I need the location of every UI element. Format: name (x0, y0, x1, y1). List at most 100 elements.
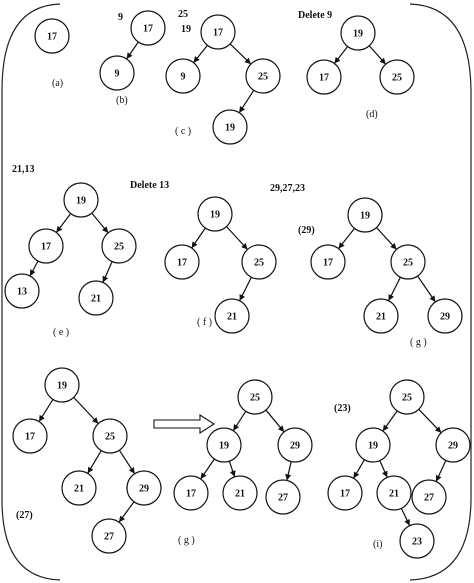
node-circle (390, 244, 426, 280)
arrowhead-j-0 (382, 424, 389, 432)
node-label: 17 (319, 73, 329, 84)
tree-node-e-2: 25 (101, 228, 137, 264)
arrowhead-f-1 (241, 243, 248, 250)
arrowhead-i-0 (233, 424, 239, 431)
tree-node-j-2: 29 (435, 427, 471, 463)
arrowhead-g-2 (388, 294, 394, 301)
arrowhead-h-4 (119, 515, 125, 523)
tree-node-g-2: 25 (390, 244, 426, 280)
node-circle (237, 379, 273, 415)
tree-node-c-1: 9 (165, 58, 201, 94)
tree-node-d-2: 25 (379, 59, 415, 95)
node-circle (173, 475, 209, 511)
tree-node-e-4: 21 (78, 280, 114, 316)
node-circle (212, 109, 248, 145)
node-label: 25 (254, 258, 264, 269)
node-circle (44, 367, 80, 403)
note-c-2: 19 (181, 24, 191, 35)
arrowhead-j-3 (382, 470, 388, 478)
node-label: 19 (76, 196, 86, 207)
tree-node-e-1: 17 (28, 228, 64, 264)
tree-node-i-4: 21 (222, 475, 258, 511)
tree-node-i-0: 25 (237, 379, 273, 415)
caption-j: (i) (373, 539, 382, 550)
node-circle (427, 298, 463, 334)
node-label: 19 (225, 123, 235, 134)
node-circle (92, 418, 128, 454)
arrowhead-i-2 (200, 472, 207, 479)
caption-e: ( e ) (53, 327, 69, 338)
tree-node-e-0: 19 (63, 182, 99, 218)
node-circle (222, 475, 258, 511)
node-label: 19 (210, 210, 220, 221)
node-circle (389, 379, 425, 415)
node-label: 25 (258, 72, 268, 83)
node-circle (245, 58, 281, 94)
node-circle (99, 55, 135, 91)
arrowhead-i-1 (277, 425, 285, 432)
arrowhead-j-4 (435, 474, 442, 482)
tree-node-j-1: 19 (355, 427, 391, 463)
tree-node-i-1: 19 (206, 427, 242, 463)
node-label: 27 (424, 493, 434, 504)
note-b: 9 (118, 12, 123, 23)
node-circle (164, 244, 200, 280)
frame-bottom-left (1, 499, 61, 581)
tree-node-d-0: 19 (340, 15, 376, 51)
node-label: 17 (177, 258, 187, 269)
node-label: 21 (91, 294, 101, 305)
caption-d: (d) (366, 109, 378, 120)
tree-node-f-1: 17 (164, 244, 200, 280)
node-label: 23 (412, 537, 422, 548)
node-circle (126, 470, 162, 506)
node-circle (214, 298, 250, 334)
node-circle (355, 427, 391, 463)
node-label: 21 (227, 312, 237, 323)
arrowhead-g-1 (390, 243, 397, 250)
arrowhead-c-0 (193, 56, 200, 63)
node-label: 17 (213, 28, 223, 39)
node-label: 17 (143, 24, 153, 35)
node-circle (34, 18, 70, 54)
node-circle (63, 182, 99, 218)
node-circle (379, 59, 415, 95)
node-label: 21 (74, 484, 84, 495)
node-circle (327, 475, 363, 511)
node-circle (306, 59, 342, 95)
tree-node-f-3: 21 (214, 298, 250, 334)
arrowhead-e-1 (102, 226, 109, 233)
tree-node-g-0: 19 (347, 197, 383, 233)
tree-node-g-1: 17 (310, 244, 346, 280)
node-label: 13 (17, 287, 27, 298)
note-j: (23) (334, 403, 351, 414)
tree-node-f-0: 19 (197, 196, 233, 232)
arrowhead-b-0 (126, 52, 133, 60)
node-circle (78, 280, 114, 316)
tree-node-c-3: 19 (212, 109, 248, 145)
transform-arrow (153, 413, 216, 435)
arrowhead-f-0 (191, 241, 198, 248)
note-d: Delete 9 (298, 10, 332, 21)
node-circle (91, 518, 127, 554)
caption-b: (b) (116, 95, 128, 106)
tree-node-j-3: 17 (327, 475, 363, 511)
node-circle (61, 470, 97, 506)
node-label: 29 (290, 441, 300, 452)
node-circle (340, 15, 376, 51)
arrowhead-g-3 (429, 295, 436, 302)
frame-bottom-right (409, 499, 472, 581)
arrowhead-d-1 (379, 57, 386, 65)
arrowhead-c-2 (239, 106, 246, 113)
node-label: 17 (186, 489, 196, 500)
node-label: 9 (181, 72, 186, 83)
tree-node-b-0: 17 (130, 10, 166, 46)
tree-node-c-0: 17 (200, 14, 236, 50)
node-label: 17 (47, 32, 57, 43)
node-label: 21 (235, 489, 245, 500)
note-g-1: 29,27,23 (270, 183, 305, 194)
node-circle (130, 10, 166, 46)
node-circle (165, 58, 201, 94)
node-circle (12, 418, 48, 454)
arrowhead-e-3 (102, 275, 109, 283)
